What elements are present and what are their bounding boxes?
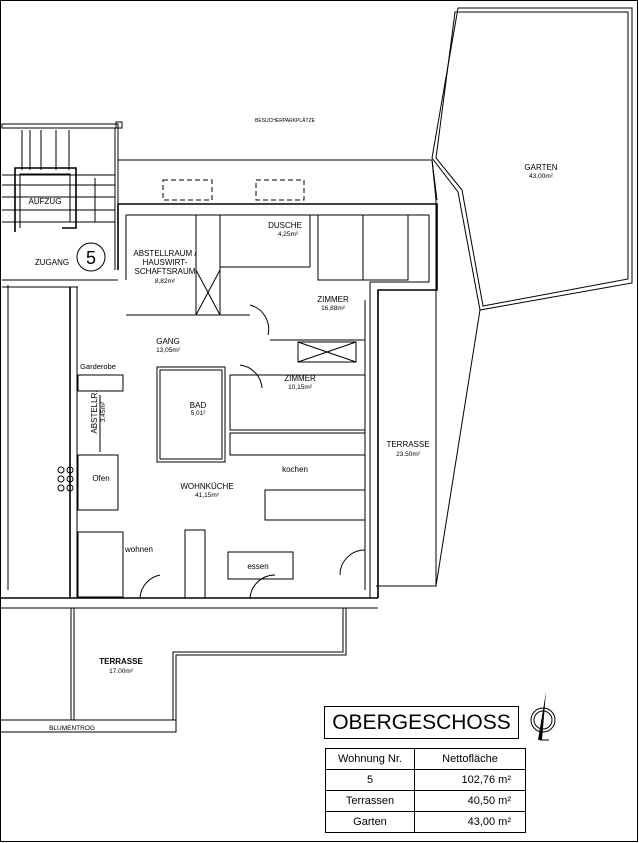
svg-text:BAD: BAD bbox=[190, 401, 207, 410]
garderobe-label: Garderobe bbox=[80, 362, 116, 371]
svg-text:HAUSWIRT-: HAUSWIRT- bbox=[143, 258, 188, 267]
room-terrasse-east: TERRASSE 23.50m² bbox=[386, 440, 429, 458]
svg-text:41,15m²: 41,15m² bbox=[195, 492, 220, 499]
floor-title: OBERGESCHOSS bbox=[324, 706, 519, 739]
ofen-label: Ofen bbox=[92, 474, 109, 483]
room-abstellr: ABSTELLR. 3,45m² bbox=[90, 390, 107, 433]
svg-text:TERRASSE: TERRASSE bbox=[386, 440, 429, 449]
terrace-south-outline bbox=[0, 608, 347, 733]
room-dusche: DUSCHE 4,25m² bbox=[268, 221, 302, 238]
svg-text:WOHNKÜCHE: WOHNKÜCHE bbox=[180, 482, 233, 491]
svg-text:5,01²: 5,01² bbox=[191, 410, 207, 417]
header-wohnung: Wohnung Nr. bbox=[325, 748, 415, 770]
area-table: Wohnung Nr. Nettofläche 5 102,76 m² Terr… bbox=[325, 748, 526, 833]
kochen-label: kochen bbox=[282, 465, 308, 474]
room-gang: GANG 13,05m² bbox=[156, 337, 181, 354]
svg-text:DUSCHE: DUSCHE bbox=[268, 221, 302, 230]
room-garten: GARTEN 43,00m² bbox=[524, 163, 557, 180]
wohnen-label: wohnen bbox=[124, 545, 153, 554]
header-nettoflaeche: Nettofläche bbox=[414, 748, 526, 770]
svg-text:SCHAFTSRAUM: SCHAFTSRAUM bbox=[135, 267, 196, 276]
table-header-row: Wohnung Nr. Nettofläche bbox=[325, 748, 526, 770]
elevator-shaft bbox=[14, 167, 77, 232]
svg-text:ZIMMER: ZIMMER bbox=[317, 295, 349, 304]
table-row: 5 102,76 m² bbox=[325, 769, 526, 791]
svg-text:ABSTELLR.: ABSTELLR. bbox=[90, 390, 99, 433]
svg-text:TERRASSE: TERRASSE bbox=[99, 657, 143, 666]
svg-text:GANG: GANG bbox=[156, 337, 180, 346]
room-bad: BAD 5,01² bbox=[190, 401, 207, 417]
svg-text:ABSTELLRAUM /: ABSTELLRAUM / bbox=[133, 249, 197, 258]
svg-text:16,88m²: 16,88m² bbox=[321, 305, 346, 312]
entrance-number: 5 bbox=[86, 248, 96, 268]
svg-text:43,00m²: 43,00m² bbox=[529, 173, 554, 180]
room-wohnkueche: WOHNKÜCHE 41,15m² bbox=[180, 482, 233, 499]
svg-text:4,25m²: 4,25m² bbox=[278, 231, 299, 238]
table-row: Garten 43,00 m² bbox=[325, 811, 526, 833]
svg-text:8,82m²: 8,82m² bbox=[155, 278, 176, 285]
garden-outline bbox=[431, 7, 633, 311]
skylight-1 bbox=[162, 179, 213, 201]
svg-text:3,45m²: 3,45m² bbox=[100, 401, 107, 422]
elevator-label: AUFZUG bbox=[29, 197, 62, 206]
parking-label: BESUCHERPARKPLÄTZE bbox=[255, 117, 316, 124]
room-zimmer-1: ZIMMER 16,88m² bbox=[317, 295, 349, 312]
svg-text:10,15m²: 10,15m² bbox=[288, 384, 313, 391]
svg-text:17.00m²: 17.00m² bbox=[109, 668, 134, 675]
room-zimmer-2: ZIMMER 10,15m² bbox=[284, 374, 316, 391]
garden-outline-inner bbox=[435, 11, 629, 307]
terrace-east-outline bbox=[376, 159, 437, 587]
skylight-2 bbox=[255, 179, 305, 201]
north-arrow-icon bbox=[530, 692, 556, 741]
terrace-east-edge bbox=[435, 309, 481, 587]
north-strip bbox=[118, 159, 438, 201]
room-abstellraum: ABSTELLRAUM / HAUSWIRT- SCHAFTSRAUM 8,82… bbox=[133, 249, 197, 285]
svg-text:23.50m²: 23.50m² bbox=[396, 451, 421, 458]
svg-text:13,05m²: 13,05m² bbox=[156, 347, 181, 354]
interior-walls bbox=[57, 214, 409, 599]
room-terrasse-south: TERRASSE 17.00m² bbox=[99, 657, 143, 675]
blumentrog-label: BLUMENTROG bbox=[49, 725, 95, 732]
staircase bbox=[1, 121, 123, 288]
essen-label: essen bbox=[247, 562, 268, 571]
svg-text:GARTEN: GARTEN bbox=[524, 163, 557, 172]
entrance-number-circle bbox=[76, 242, 106, 272]
entrance-label: ZUGANG bbox=[35, 258, 69, 267]
svg-text:ZIMMER: ZIMMER bbox=[284, 374, 316, 383]
table-row: Terrassen 40,50 m² bbox=[325, 790, 526, 812]
